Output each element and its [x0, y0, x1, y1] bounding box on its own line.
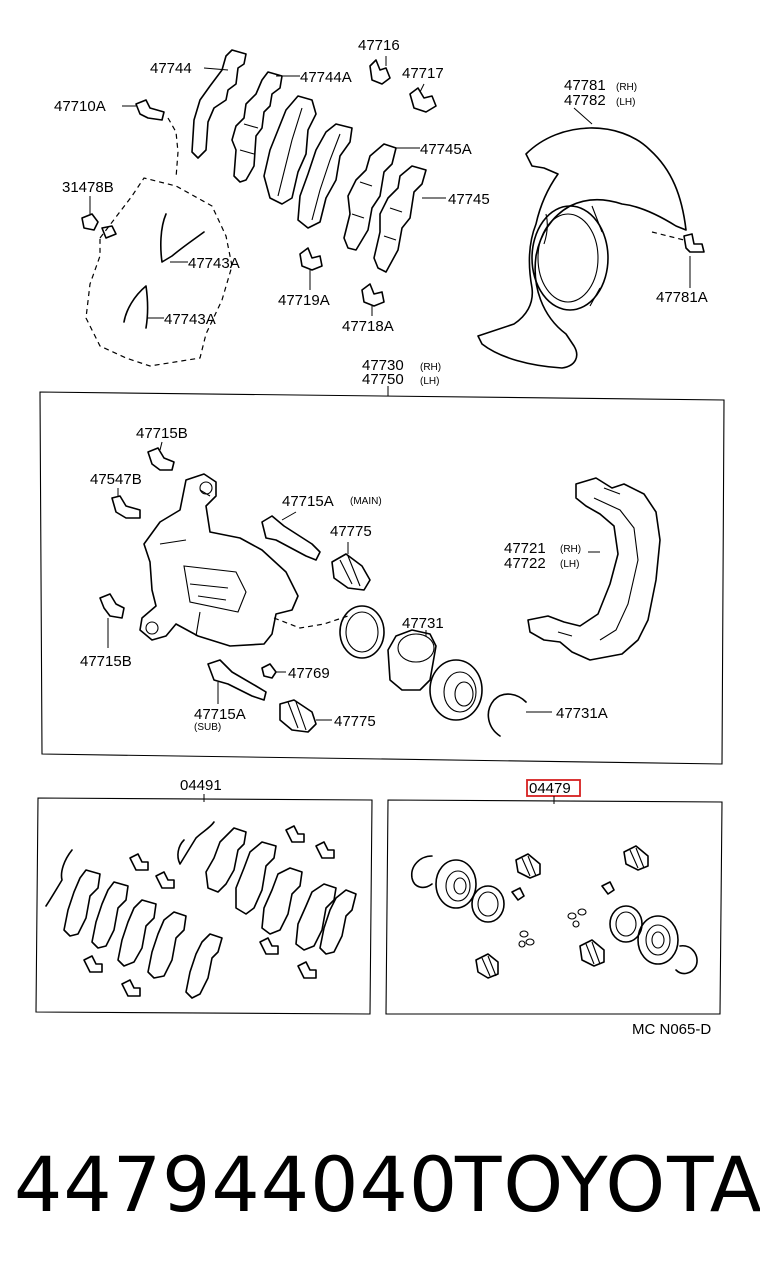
brake-pad-inner [297, 123, 353, 229]
label-31478b: 31478B [62, 179, 114, 196]
torque-plate-bracket [527, 477, 661, 661]
pad-wear-indicator-upper [160, 213, 205, 263]
cylinder-boot [429, 659, 483, 721]
pad-kit-box [35, 794, 373, 1015]
set-ring [487, 693, 527, 737]
bleeder-cap-31478b [81, 213, 99, 231]
caliper-bolt-upper [147, 447, 175, 471]
part-number: 447944040 [14, 1140, 459, 1229]
label-47731: 47731 [402, 615, 444, 632]
anti-squeal-shim-inner [231, 71, 283, 183]
pad-shim-inner [343, 143, 397, 251]
label-47730-rh: (RH) [420, 362, 441, 373]
brand-name: TOYOTA [455, 1140, 760, 1229]
bushing-47769 [261, 663, 277, 679]
label-04491: 04491 [180, 777, 222, 794]
label-47717: 47717 [402, 65, 444, 82]
label-04479: 04479 [529, 780, 571, 797]
label-47716: 47716 [358, 37, 400, 54]
pad-and-shim-group [191, 49, 446, 273]
caliper-body [139, 473, 299, 647]
label-47782-lh: (LH) [616, 97, 635, 108]
label-47722: 47722 [504, 555, 546, 572]
cylinder-boot-lower [279, 699, 317, 733]
diagram-code: MC N065-D [632, 1021, 711, 1038]
label-47715b-lower: 47715B [80, 653, 132, 670]
cylinder-piston [387, 629, 437, 691]
label-47750-lh: (LH) [420, 376, 439, 387]
label-47745: 47745 [448, 191, 490, 208]
label-47715a-main: 47715A [282, 493, 334, 510]
disc-dust-cover [477, 107, 705, 369]
label-47721: 47721 [504, 540, 546, 557]
slide-pin-main [261, 515, 321, 561]
label-47775-lower: 47775 [334, 713, 376, 730]
labels: 47744 47744A 47716 47717 47710A 47745A 4… [54, 37, 711, 1038]
anti-rattle-clip-47718a [361, 283, 385, 307]
label-47710a: 47710A [54, 98, 106, 115]
slide-pin-sub [207, 659, 267, 701]
label-47750: 47750 [362, 371, 404, 388]
pad-support-clip-47717 [409, 87, 437, 113]
label-47775-upper: 47775 [330, 523, 372, 540]
label-47743a-lower: 47743A [164, 311, 216, 328]
dust-cover-bolt-47781a [683, 233, 705, 253]
pad-wear-indicator-lower [123, 285, 149, 329]
label-47743a-upper: 47743A [188, 255, 240, 272]
label-47715b-upper: 47715B [136, 425, 188, 442]
label-47781: 47781 [564, 77, 606, 94]
label-47731a: 47731A [556, 705, 608, 722]
clip-group [81, 59, 437, 316]
label-47715a-main-note: (MAIN) [350, 496, 382, 507]
label-47781-rh: (RH) [616, 82, 637, 93]
anti-squeal-shim-outer [191, 49, 247, 159]
caliper-assembly-box [39, 386, 725, 765]
label-47730: 47730 [362, 357, 404, 374]
pad-support-clip-47716 [369, 59, 391, 85]
brake-pad-outer [263, 95, 317, 205]
piston-seal [339, 605, 385, 659]
cylinder-boot-upper [331, 553, 371, 591]
label-47745a: 47745A [420, 141, 472, 158]
anti-rattle-clip-47719a [299, 247, 323, 271]
label-47769: 47769 [288, 665, 330, 682]
label-47715a-sub-note: (SUB) [194, 722, 221, 733]
label-47718a: 47718A [342, 318, 394, 335]
cylinder-kit-box [385, 779, 723, 1015]
label-47715a-sub: 47715A [194, 706, 246, 723]
pad-shim-outer [373, 165, 427, 273]
label-47721-rh: (RH) [560, 544, 581, 555]
label-47781a: 47781A [656, 289, 708, 306]
label-47744a: 47744A [300, 69, 352, 86]
label-47719a: 47719A [278, 292, 330, 309]
label-47744: 47744 [150, 60, 192, 77]
bleeder-plug-47547b [111, 495, 141, 519]
caliper-bolt-lower [99, 593, 125, 619]
label-47722-lh: (LH) [560, 559, 579, 570]
caliper-outline-top [85, 177, 233, 367]
label-47782: 47782 [564, 92, 606, 109]
bleeder-plug-47710a [135, 99, 165, 121]
label-47547b: 47547B [90, 471, 142, 488]
